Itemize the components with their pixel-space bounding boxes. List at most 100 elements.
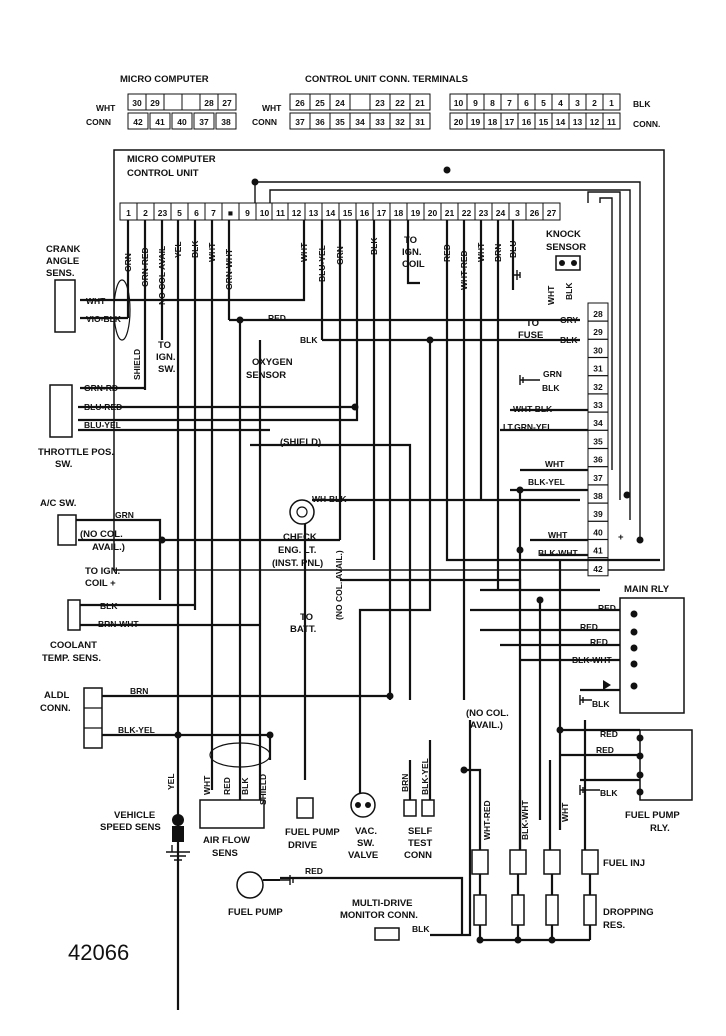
stc-label-3: CONN [404,850,432,861]
p12-label: WHT [299,242,309,262]
p5-label: YEL [173,241,183,258]
crank-angle-sensor: CRANK ANGLE SENS. WHT VIO-BLK SHIELD [46,244,142,380]
hdr-left-top-5-cell [217,93,237,111]
plus-label: + [618,532,624,543]
p22-label: WHT [476,242,486,262]
o2-blk-label: BLK [300,335,318,345]
ac-grn-label: GRN [115,510,134,520]
hdr-left-top-0-number: 30 [132,98,142,108]
hdr-mid-top-6-cell [409,93,431,111]
oxygen-sensor: RED BLK OXYGEN SENSOR (SHIELD) [246,313,321,448]
hdr-left-top-5-number: 27 [222,98,232,108]
hdr-right-top-9-number: 1 [609,98,614,108]
left-wht-label: WHT [96,103,116,113]
hdr-mid-top-1-number: 25 [315,98,325,108]
top-misc-labels: TO IGN. COIL TO IGN. SW. [156,235,425,375]
ecu-pin-11-number: 13 [309,208,319,218]
hdr-right-top-0-number: 10 [454,98,464,108]
knock-wht-label: WHT [546,285,556,305]
fuel-pump-drive: FUEL PUMP DRIVE [285,797,340,851]
hdr-left-bot-2-cell [171,112,193,130]
hdr-right-bot-3-number: 17 [505,117,515,127]
hdr-mid-top-0-number: 26 [295,98,305,108]
wht-label-37: WHT [545,459,565,469]
hdr-mid-bot-3-number: 34 [355,117,365,127]
ign-coil-note: TO IGN. COIL + [85,566,120,589]
hdr-left-bot-2-number: 40 [177,117,187,127]
vss-label-2: SPEED SENS [100,822,161,833]
tps-label-2: SW. [55,459,72,470]
ecu-pin-16-number: 18 [394,208,404,218]
vac-label-1: VAC. [355,826,377,837]
junction-dots [158,166,644,944]
ecu-rpin-30-number: 30 [593,345,603,355]
ign-sw-3: SW. [158,364,175,375]
fpr-label-2: RLY. [650,823,670,834]
fp-red-label: RED [305,866,323,876]
vac-label-3: VALVE [348,850,378,861]
figure-number: 42066 [68,940,129,965]
afs-blk-label: BLK [240,777,250,795]
ecu-pin-13-number: 15 [343,208,353,218]
ecu-rpin-29-number: 29 [593,327,603,337]
p23b-label: BRN [493,244,503,262]
p1-label: GRN [123,253,133,272]
mr-blkwht: BLK-WHT [572,655,612,665]
dropping-resistors: DROPPING RES. [473,894,654,931]
wire-lines [75,181,660,1010]
hdr-right-bot-6-number: 14 [556,117,566,127]
fpd-label-2: DRIVE [288,840,317,851]
hdr-left-top-4-number: 28 [204,98,214,108]
p7-label: WHT [207,242,217,262]
p6-label: BLK [190,240,200,258]
ecu-rpin-37-number: 37 [593,473,603,483]
to-fuse-1: TO [526,318,539,329]
fuel-pump-relay: RED RED BLK FUEL PUMP RLY. [596,729,693,834]
ecu-pin-1-number: 2 [143,208,148,218]
crank-label-3: SENS. [46,268,75,279]
knock-blk-label: BLK [564,282,574,300]
ecu-pin-21-number: 23 [479,208,489,218]
ign-sw-2: IGN. [156,352,176,363]
ecu-pin-14-number: 16 [360,208,370,218]
hdr-right-bot-5-number: 15 [539,117,549,127]
aldl-connector: ALDL CONN. BRN BLK-YEL [40,686,155,749]
hdr-right-top-7-number: 3 [575,98,580,108]
gry-label: GRY [560,315,578,325]
knock-label-1: KNOCK [546,229,581,240]
crank-vioblk-label: VIO-BLK [86,314,122,324]
inj-whtred-label: WHT-RED [482,800,492,840]
multi-drive-monitor-connector: MULTI-DRIVE MONITOR CONN. BLK [340,898,430,941]
ecu-pin-19-number: 21 [445,208,455,218]
ac-switch: A/C SW. GRN (NO COL. AVAIL.) [40,498,134,553]
hdr-left-bot-0-number: 42 [133,117,143,127]
ecu-pin-8-number: 10 [260,208,270,218]
ecu-pin-12-number: 14 [326,208,336,218]
fuel-injectors: FUEL INJ WHT-RED BLK-WHT WHT [471,800,645,875]
drop-res-label-1: DROPPING [603,907,654,918]
knock-sensor: KNOCK SENSOR WHT BLK [546,229,586,305]
hdr-right-top-2-number: 8 [490,98,495,108]
vss-label-1: VEHICLE [114,810,155,821]
ecu-pin-2-number: 23 [158,208,168,218]
afs-red-label: RED [222,777,232,795]
ac-nocol-2: AVAIL.) [92,542,125,553]
hdr-right-bot-2-number: 18 [488,117,498,127]
hdr-left-bot-3-cell [193,112,215,130]
fpr-blk: BLK [600,788,618,798]
o2-label-2: SENSOR [246,370,286,381]
mr-blk: BLK [592,699,610,709]
tps-label-1: THROTTLE POS. [38,447,114,458]
p14-label: GRN [335,246,345,265]
knock-label-2: SENSOR [546,242,586,253]
p13-label: BLU-YEL [317,245,327,282]
hdr-right-top-9-cell [602,93,621,111]
ecu-title-line1: MICRO COMPUTER [127,154,216,165]
hdr-right-top-5-number: 5 [541,98,546,108]
coolant-label-2: TEMP. SENS. [42,653,101,664]
air-flow-sensor: WHT RED BLK SHIELD AIR FLOW SENS [199,742,271,859]
mr-red-3: RED [590,637,608,647]
right-conn-label: CONN. [633,119,660,129]
